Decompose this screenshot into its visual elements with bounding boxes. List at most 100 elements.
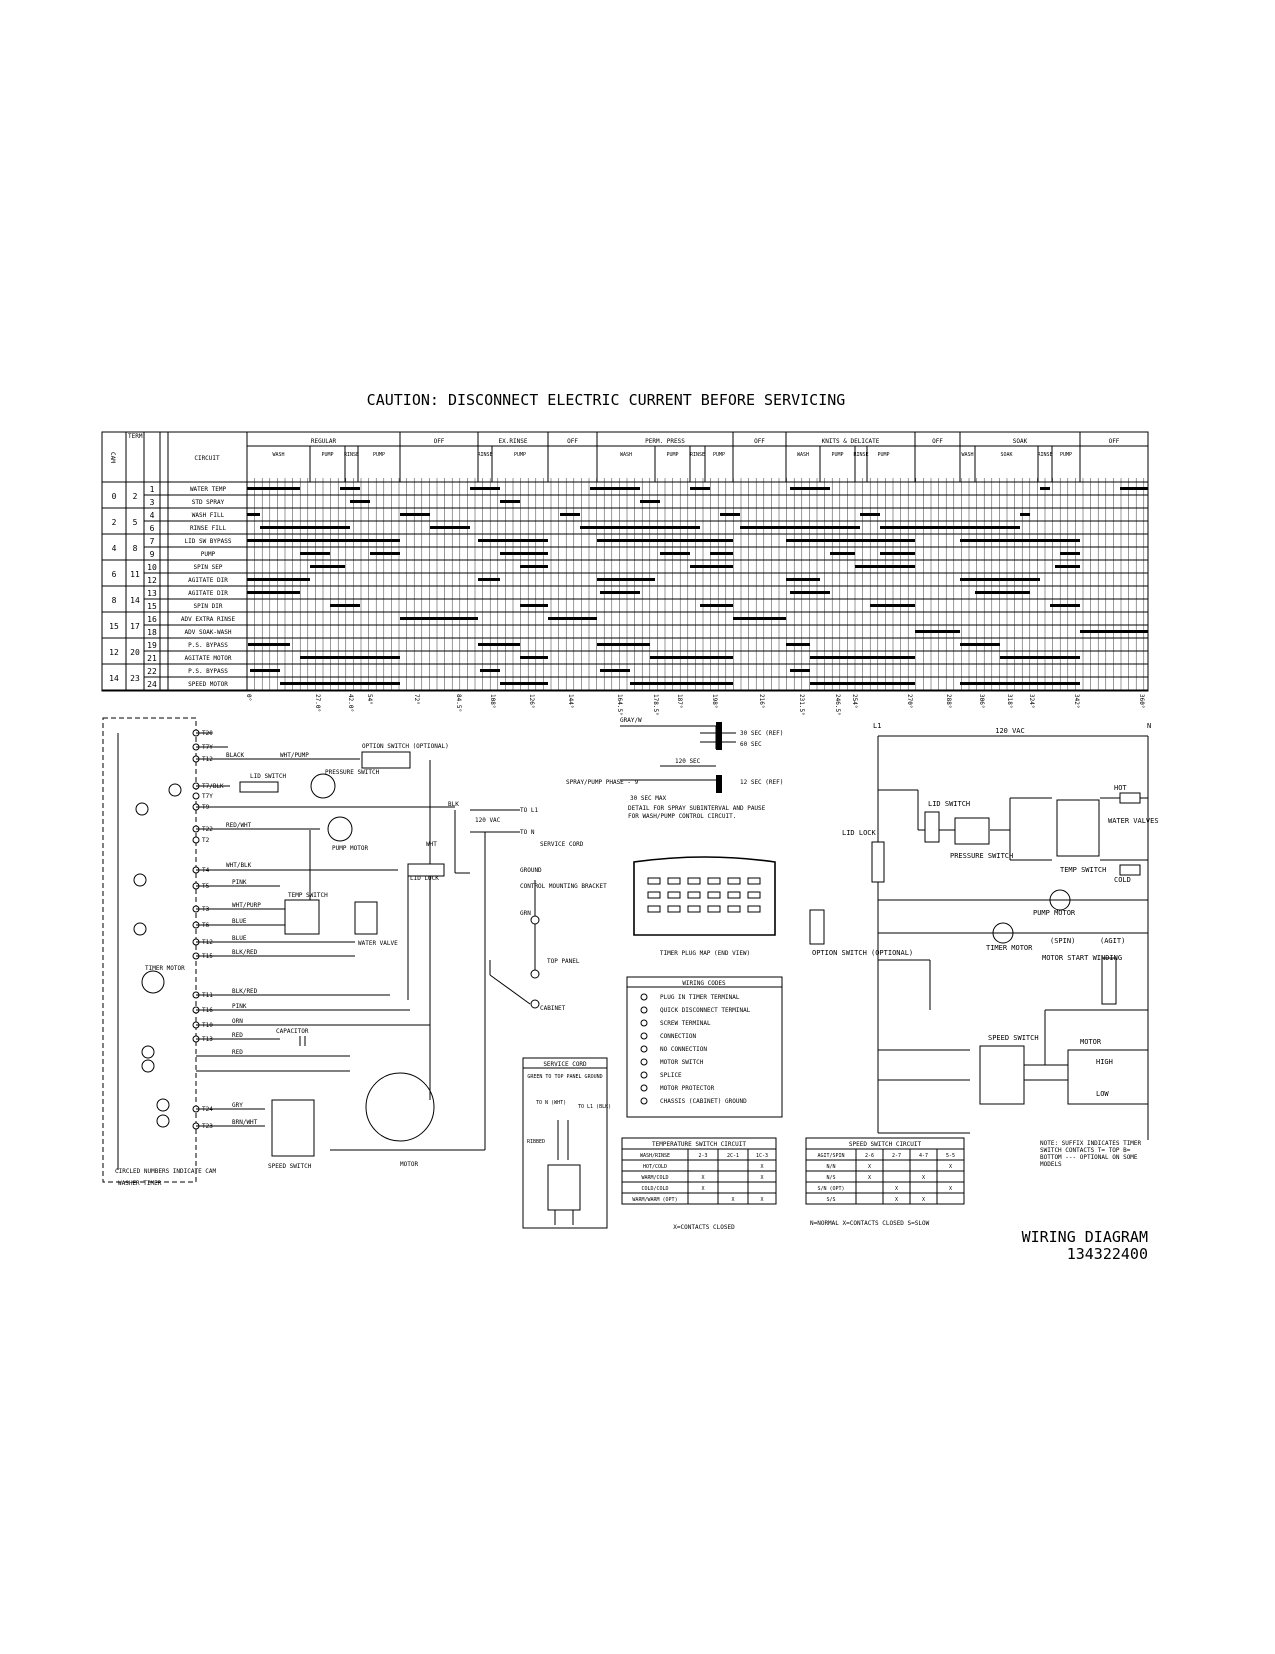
chart-term-b-7: 12 bbox=[147, 576, 157, 585]
ladder-supply: 120 VAC bbox=[995, 727, 1025, 735]
wire-label-1: WHT/PUMP bbox=[280, 752, 309, 759]
chart-cam-10: 15 bbox=[109, 622, 119, 631]
code-symbol-icon bbox=[640, 1071, 648, 1079]
chart-degree-14: 231.5° bbox=[798, 694, 805, 716]
ladder-label-16: LOW bbox=[1096, 1090, 1109, 1098]
chart-sub-9: PUMP bbox=[713, 452, 725, 458]
caution-heading: CAUTION: DISCONNECT ELECTRIC CURRENT BEF… bbox=[367, 391, 846, 409]
temp-table-cell: HOT/COLD bbox=[643, 1164, 667, 1170]
schematic-label-10: CABINET bbox=[540, 1005, 566, 1012]
wire-label-14: GRY bbox=[232, 1102, 243, 1109]
plug-pin bbox=[687, 891, 701, 899]
schematic-label-11: CIRCLED NUMBERS INDICATE CAM bbox=[115, 1168, 217, 1175]
part-number: 134322400 bbox=[1067, 1245, 1148, 1263]
cam-marker bbox=[133, 922, 147, 936]
chart-term-b-5: 9 bbox=[150, 550, 155, 559]
chart-sub-3: PUMP bbox=[373, 452, 385, 458]
chart-term-a-14: 23 bbox=[130, 674, 140, 683]
chart-term-b-10: 16 bbox=[147, 615, 157, 624]
pump-motor bbox=[327, 816, 353, 842]
schematic-label-0: BLK bbox=[448, 801, 459, 808]
chart-degree-23: 360° bbox=[1138, 694, 1145, 708]
chart-term-b-0: 1 bbox=[150, 485, 155, 494]
spray-12sec-ref: 12 SEC (REF) bbox=[740, 779, 783, 786]
temp-table-head-2: 2C-1 bbox=[727, 1153, 739, 1159]
ladder-label-1: LID SWITCH bbox=[928, 800, 970, 808]
plug-pin bbox=[747, 891, 761, 899]
plug-pin bbox=[647, 891, 661, 899]
wire-label-6: BLUE bbox=[232, 918, 247, 925]
speed-table-cell: X bbox=[868, 1175, 871, 1181]
component-label-10: TIMER MOTOR bbox=[145, 965, 185, 972]
speed-table-cell: S/N (OPT) bbox=[817, 1186, 844, 1192]
spray-120sec: 120 SEC bbox=[675, 758, 701, 765]
chart-header-circuit: CIRCUIT bbox=[194, 455, 220, 462]
wire-label-3: WHT/BLK bbox=[226, 862, 252, 869]
speed-table-note: N=NORMAL X=CONTACTS CLOSED S=SLOW bbox=[810, 1220, 930, 1227]
chart-degree-8: 144° bbox=[567, 694, 574, 708]
wire-label-11: ORN bbox=[232, 1018, 243, 1025]
chart-cam-14: 14 bbox=[109, 674, 119, 683]
chart-cam-2: 2 bbox=[112, 518, 117, 527]
ladder-label-15: HIGH bbox=[1096, 1058, 1113, 1066]
plug-pin bbox=[647, 877, 661, 885]
washer-timer-box bbox=[102, 717, 197, 1183]
chart-term-b-2: 4 bbox=[150, 511, 155, 520]
speed-table-title: SPEED SWITCH CIRCUIT bbox=[849, 1141, 922, 1148]
chart-term-b-3: 6 bbox=[150, 524, 155, 533]
chart-degree-11: 187° bbox=[676, 694, 683, 708]
plug-pin bbox=[707, 905, 721, 913]
option-switch bbox=[361, 751, 411, 769]
chart-term-b-14: 22 bbox=[147, 667, 157, 676]
schematic-label-7: CONTROL MOUNTING BRACKET bbox=[520, 883, 607, 890]
wiring-code-4: NO CONNECTION bbox=[660, 1046, 707, 1053]
chart-term-a-2: 5 bbox=[133, 518, 138, 527]
speed-table-cell: X bbox=[949, 1186, 952, 1192]
spray-phase-label: SPRAY/PUMP PHASE - 9 bbox=[566, 779, 639, 786]
component-label-5: TEMP SWITCH bbox=[288, 892, 328, 899]
schematic-label-4: TO N bbox=[520, 829, 535, 836]
schematic-label-1: WHT bbox=[426, 841, 437, 848]
plug-pin bbox=[707, 877, 721, 885]
spray-30sec-ref: 30 SEC (REF) bbox=[740, 730, 783, 737]
chart-sub-1: PUMP bbox=[321, 452, 333, 458]
speed-table-cell: N/S bbox=[826, 1175, 835, 1181]
speed-table-cell: X bbox=[922, 1175, 925, 1181]
cam-marker bbox=[156, 1114, 170, 1128]
temp-table-cell: X bbox=[760, 1164, 763, 1170]
plug-pin bbox=[727, 905, 741, 913]
wire-label-7: BLUE bbox=[232, 935, 247, 942]
chart-degree-7: 126° bbox=[528, 694, 535, 708]
schematic-label-3: TO L1 bbox=[520, 807, 538, 814]
schematic-label-9: TOP PANEL bbox=[547, 958, 580, 965]
chart-cycle-3: OFF bbox=[567, 438, 578, 445]
ladder-label-10: MOTOR START WINDING bbox=[1042, 954, 1122, 962]
capacitor bbox=[299, 1036, 306, 1046]
timer-motor-component bbox=[992, 922, 1014, 944]
temp-switch bbox=[284, 899, 320, 935]
component-label-0: LID SWITCH bbox=[250, 773, 287, 780]
chart-term-b-1: 3 bbox=[150, 498, 155, 507]
service-cord-line-2: TO L1 (BLK) bbox=[578, 1104, 611, 1110]
speed-table-head-3: 4-7 bbox=[919, 1153, 928, 1159]
chart-term-b-6: 10 bbox=[147, 563, 157, 572]
chart-cycle-2: EX.RINSE bbox=[499, 438, 528, 445]
diagram-title: WIRING DIAGRAM bbox=[1022, 1228, 1148, 1246]
chart-degree-2: 42.0° bbox=[347, 694, 354, 712]
pressure-switch-component bbox=[954, 817, 990, 845]
chart-degree-3: 54° bbox=[366, 694, 373, 705]
chart-sub-13: PUMP bbox=[877, 452, 889, 458]
temp-table-cell: X bbox=[760, 1197, 763, 1203]
plug-pin bbox=[727, 891, 741, 899]
water-valve bbox=[354, 901, 378, 935]
ladder-label-2: PRESSURE SWITCH bbox=[950, 852, 1013, 860]
code-symbol-icon bbox=[640, 1019, 648, 1027]
temp-table-head-1: 2-3 bbox=[698, 1153, 707, 1159]
ladder-label-7: PUMP MOTOR bbox=[1033, 909, 1076, 917]
chart-circuit-1: STD SPRAY bbox=[192, 499, 225, 506]
chart-term-a-12: 20 bbox=[130, 648, 140, 657]
speed-table-cell: X bbox=[922, 1197, 925, 1203]
chart-term-b-9: 15 bbox=[147, 602, 157, 611]
chart-degree-5: 84.5° bbox=[455, 694, 462, 712]
chart-term-b-13: 21 bbox=[147, 654, 157, 663]
